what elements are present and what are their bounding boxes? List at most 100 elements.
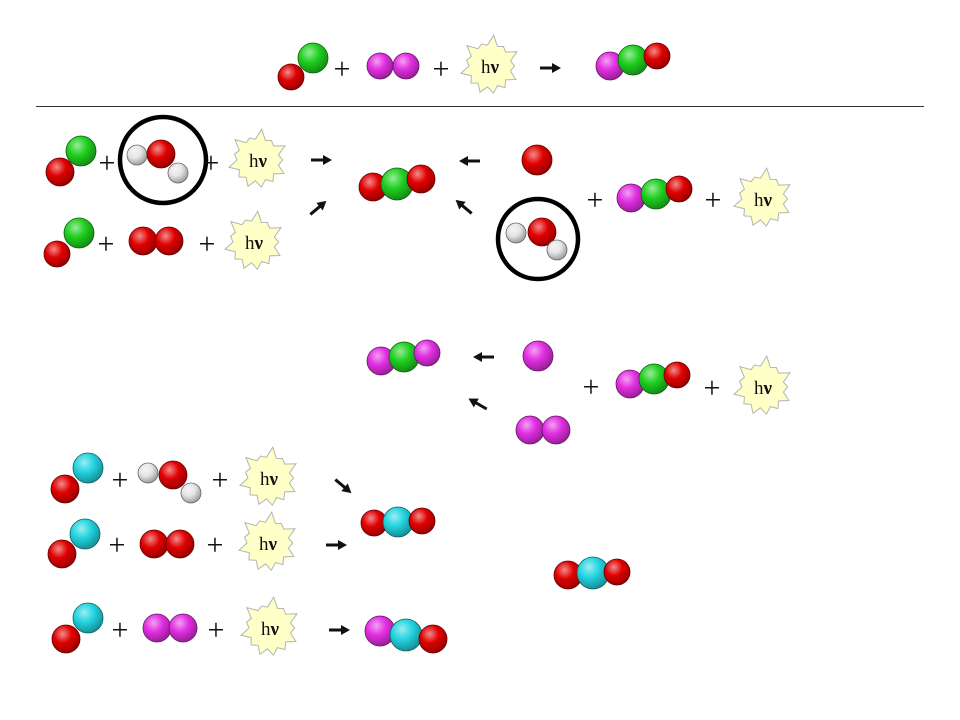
arrow-icon [309, 200, 327, 216]
starburst-shape [459, 34, 518, 95]
photon-label-nu: ν [270, 619, 280, 640]
photon-label: hν [245, 233, 264, 254]
photon-label-nu: ν [763, 190, 773, 211]
photon-label-h: h [259, 534, 269, 555]
cyan-atom [72, 602, 104, 634]
arrow-head [323, 155, 332, 165]
magenta-atom [366, 52, 394, 80]
photon-label: hν [754, 378, 773, 399]
photon-label-h: h [260, 469, 270, 490]
arrow-icon [329, 625, 350, 635]
arrow-icon [468, 398, 488, 411]
arrow-icon [326, 540, 347, 550]
starburst-shape [239, 596, 298, 657]
arrow-shaft [460, 203, 473, 215]
photon-label-h: h [481, 57, 491, 78]
arrow-head [473, 352, 482, 362]
arrow-shaft [334, 478, 347, 490]
photon-label: hν [481, 57, 500, 78]
red-atom [146, 139, 176, 169]
arrow-shaft [309, 204, 322, 216]
red-atom [128, 226, 158, 256]
photon-label-nu: ν [254, 233, 264, 254]
magenta-atom [515, 415, 545, 445]
red-atom [643, 42, 671, 70]
arrow-icon [334, 478, 352, 494]
plus-sign: + [704, 372, 721, 405]
plus-sign: + [587, 184, 604, 217]
molecules-layer [43, 42, 693, 654]
red-atom [527, 217, 557, 247]
red-atom [47, 539, 77, 569]
red-atom [665, 175, 693, 203]
plus-sign: + [207, 529, 224, 562]
arrow-head [468, 398, 479, 408]
starburst-shape [238, 446, 297, 507]
starburst-shape [227, 128, 286, 189]
arrow-head [455, 199, 466, 210]
red-atom [45, 157, 75, 187]
cyan-atom [382, 506, 414, 538]
plus-sign: + [99, 147, 116, 180]
green-atom [297, 42, 329, 74]
magenta-atom [142, 613, 172, 643]
photon-starburst-icon: hν [237, 511, 296, 572]
photon-starburst-icon: hν [732, 167, 791, 228]
red-atom [43, 240, 71, 268]
plus-sign: + [212, 464, 229, 497]
green-atom [63, 217, 95, 249]
photon-starburst-icon: hν [223, 210, 282, 271]
photon-starburst-icon: hν [732, 355, 791, 416]
white-atom [180, 482, 202, 504]
red-atom [408, 507, 436, 535]
starburst-shape [237, 511, 296, 572]
white-atom [137, 462, 159, 484]
photon-label: hν [261, 619, 280, 640]
magenta-atom [522, 340, 554, 372]
starburst-shape [223, 210, 282, 271]
red-atom [154, 226, 184, 256]
photon-label-nu: ν [268, 534, 278, 555]
photon-label-nu: ν [258, 151, 268, 172]
arrow-head [338, 540, 347, 550]
red-atom [158, 460, 188, 490]
red-atom [521, 144, 553, 176]
green-atom [617, 44, 649, 76]
red-atom [418, 624, 448, 654]
white-atom [546, 239, 568, 261]
arrow-icon [455, 199, 473, 215]
photon-label-nu: ν [490, 57, 500, 78]
arrow-head [316, 200, 327, 211]
plus-sign: + [203, 147, 220, 180]
arrow-icon [459, 156, 480, 166]
red-atom [663, 361, 691, 389]
circle-highlight-icon [117, 114, 209, 206]
magenta-atom [541, 415, 571, 445]
photon-label-h: h [754, 378, 764, 399]
circle-highlight-icon [495, 196, 581, 282]
arrow-head [552, 63, 561, 73]
red-atom [277, 63, 305, 91]
plus-sign: + [705, 184, 722, 217]
photon-label-nu: ν [269, 469, 279, 490]
arrow-head [341, 625, 350, 635]
symbols-layer: ++hν++hν++hν++hν++hν++hν++hν++hν [98, 34, 791, 657]
plus-sign: + [199, 228, 216, 261]
red-atom [165, 529, 195, 559]
magenta-atom [616, 183, 646, 213]
red-atom [406, 164, 436, 194]
cyan-atom [389, 618, 423, 652]
photon-label: hν [754, 190, 773, 211]
photon-label: hν [259, 534, 278, 555]
arrow-head [459, 156, 468, 166]
white-atom [505, 222, 527, 244]
white-atom [167, 162, 189, 184]
photon-label: hν [260, 469, 279, 490]
photon-label-h: h [245, 233, 255, 254]
magenta-atom [392, 52, 420, 80]
photon-label-h: h [249, 151, 259, 172]
arrow-head [341, 483, 352, 494]
starburst-shape [732, 355, 791, 416]
